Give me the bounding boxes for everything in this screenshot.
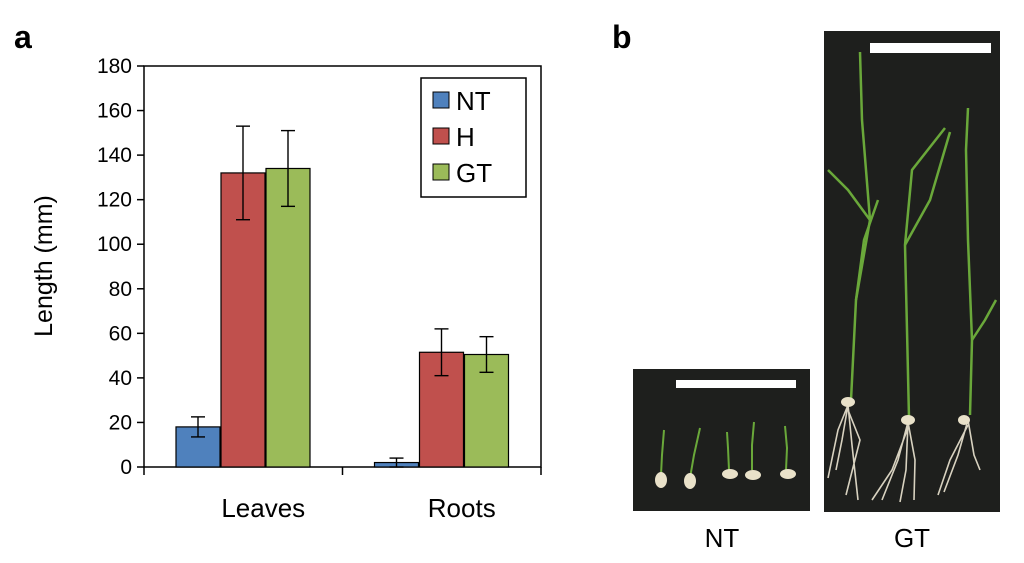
gt-seeds [841, 397, 970, 425]
y-axis: 0 20 40 60 80 100 120 140 160 180 [97, 55, 144, 479]
legend-swatch-NT [432, 91, 450, 109]
gt-leaf-3b [970, 299, 998, 341]
photo-gt-label: GT [894, 523, 930, 553]
gt-seed-1 [841, 397, 855, 407]
gt-seed-2 [901, 415, 915, 425]
nt-seedlings [660, 421, 789, 479]
bars [175, 125, 510, 468]
y-tick-label: 0 [120, 456, 132, 479]
y-tick-label: 60 [109, 322, 132, 345]
bar-H-Leaves [220, 172, 266, 468]
gt-leaf-3 [964, 107, 974, 416]
panel-label-a: a [14, 19, 32, 55]
panel-label-b: b [612, 19, 632, 55]
bar-chart: 0 20 40 60 80 100 120 140 160 180 Leaves Roots Len… [30, 55, 542, 523]
nt-seed-3 [722, 469, 738, 479]
legend-label-NT: NT [456, 86, 491, 116]
gt-leaf-1b [827, 169, 872, 221]
gt-seed-3 [958, 415, 970, 425]
photo-nt-label: NT [705, 523, 740, 553]
nt-seedling-2 [689, 427, 701, 479]
nt-seed-1 [655, 472, 667, 488]
y-tick-label: 80 [109, 278, 132, 301]
y-tick-label: 180 [97, 55, 132, 78]
y-tick-label: 120 [97, 189, 132, 212]
nt-seed-5 [780, 469, 796, 479]
x-category-label: Leaves [221, 493, 305, 523]
photo-nt: NT [633, 369, 810, 553]
y-tick-label: 160 [97, 100, 132, 123]
gt-roots-2 [871, 421, 916, 503]
nt-seedling-5 [784, 425, 789, 471]
legend-label-H: H [456, 122, 475, 152]
nt-seedling-4 [751, 421, 755, 470]
legend-label-GT: GT [456, 158, 492, 188]
legend-swatch-H [432, 127, 450, 145]
x-axis: Leaves Roots [143, 467, 542, 523]
legend-swatch-GT [432, 163, 450, 181]
x-category-label: Roots [428, 493, 496, 523]
gt-leaf-1c [854, 199, 880, 301]
gt-leaf-2b [903, 131, 952, 246]
nt-seeds [655, 469, 796, 489]
nt-seedling-3 [726, 431, 730, 471]
photo-nt-scale-bar [676, 380, 796, 388]
gt-roots-3 [937, 419, 981, 496]
nt-seed-2 [684, 473, 696, 489]
nt-seedling-1 [660, 429, 665, 476]
y-axis-label: Length (mm) [30, 195, 58, 337]
y-tick-label: 140 [97, 144, 132, 167]
gt-seedling-leaves [827, 51, 998, 419]
bar-GT-Leaves [265, 167, 311, 468]
y-tick-label: 100 [97, 233, 132, 256]
nt-seed-4 [745, 470, 761, 480]
gt-roots-1 [827, 404, 861, 501]
y-tick-label: 40 [109, 367, 132, 390]
photo-gt-scale-bar [870, 43, 991, 53]
gt-roots [827, 404, 981, 503]
y-tick-label: 20 [109, 411, 132, 434]
photo-gt: GT [824, 31, 1000, 553]
legend: NT H GT [420, 77, 527, 198]
photo-nt-background [633, 369, 810, 511]
